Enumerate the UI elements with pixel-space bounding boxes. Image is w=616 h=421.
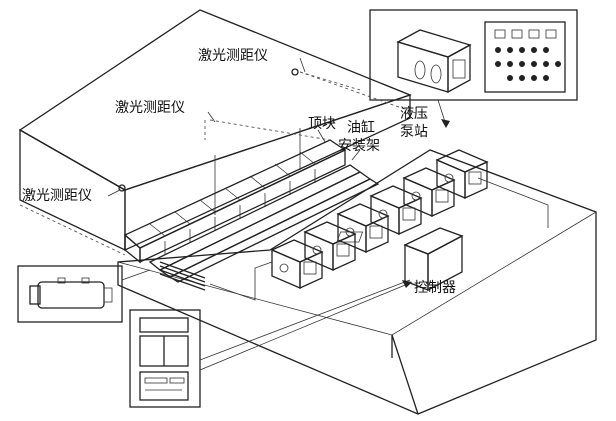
pump-station	[369, 185, 423, 236]
pump-station-detail-inset	[369, 9, 578, 128]
label-leaders	[107, 57, 361, 197]
pump-station-label-line2: 泵站	[400, 124, 428, 140]
rangefinder-label-middle: 激光测距仪	[115, 99, 185, 116]
top-block-label: 顶块	[308, 116, 336, 132]
cylinder-mount-label-line2: 安装架	[338, 138, 380, 154]
pump-station-label-line1: 液压	[400, 106, 428, 122]
top-block-row	[123, 139, 347, 264]
floor-slab	[117, 149, 597, 415]
cylinder-mount-label-line1: 油缸	[347, 119, 375, 136]
pump-station	[270, 239, 324, 290]
pump-station	[303, 221, 357, 272]
pump-station	[336, 203, 390, 254]
controller-label: 控制器	[414, 280, 456, 296]
controller-console	[336, 227, 464, 292]
laser-sight-lines	[19, 71, 431, 256]
cylinder-mount-rails	[148, 164, 380, 291]
cylinder-detail-inset	[17, 265, 151, 323]
controller-detail-inset	[129, 279, 412, 408]
pump-station	[402, 167, 456, 218]
rangefinder-label-top: 激光测距仪	[198, 47, 268, 64]
rangefinder-label-left: 激光测距仪	[22, 187, 92, 204]
pump-station-row	[209, 149, 549, 301]
pump-station	[435, 149, 489, 200]
